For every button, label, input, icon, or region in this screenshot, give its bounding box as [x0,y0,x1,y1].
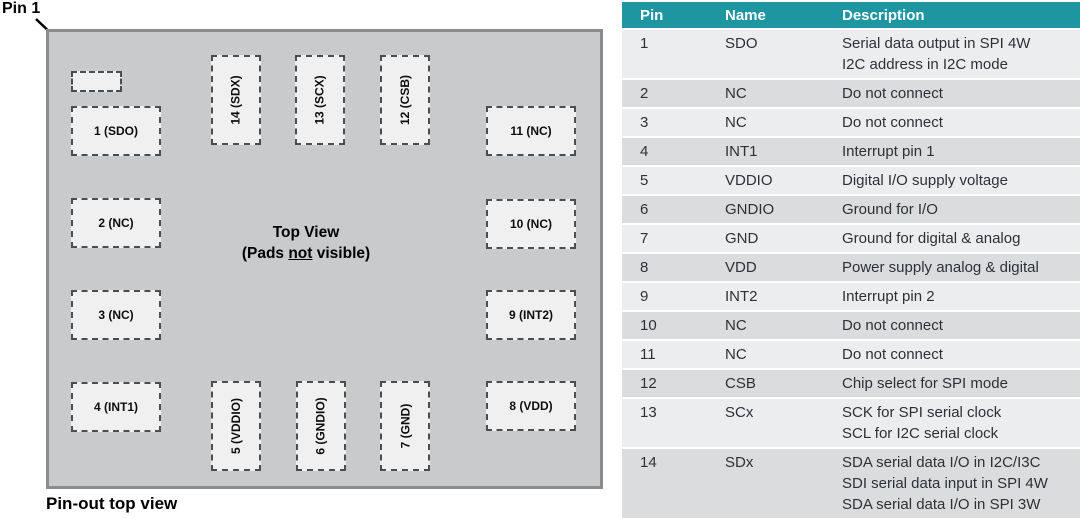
name-cell: SCx [725,398,842,449]
chip-body: Top View (Pads not visible) 1 (SDO) 2 (N… [46,29,603,489]
name-cell: CSB [725,369,842,399]
pin-cell: 13 [622,398,725,449]
pin-box-6-gndio: 6 (GNDIO) [296,381,346,471]
name-cell: GND [725,224,842,254]
desc-cell: Chip select for SPI mode [842,369,1080,399]
pin-cell: 1 [622,29,725,80]
chip-title: Top View (Pads not visible) [186,222,426,264]
pin-cell: 4 [622,137,725,167]
pin-cell: 5 [622,166,725,196]
col-header-description: Description [842,2,1080,30]
desc-cell: Serial data output in SPI 4W I2C address… [842,29,1080,80]
pin-cell: 3 [622,108,725,138]
pin-box-3-nc: 3 (NC) [71,290,161,340]
desc-cell: Interrupt pin 2 [842,282,1080,312]
desc-cell: SDA serial data I/O in I2C/I3C SDI seria… [842,448,1080,518]
pin-cell: 11 [622,340,725,370]
pin-cell: 14 [622,448,725,518]
pin-box-9-int2: 9 (INT2) [486,290,576,340]
desc-cell: SCK for SPI serial clock SCL for I2C ser… [842,398,1080,449]
name-cell: SDO [725,29,842,80]
pin-box-2-nc: 2 (NC) [71,198,161,248]
name-cell: INT2 [725,282,842,312]
desc-cell: Ground for digital & analog [842,224,1080,254]
pin1-indicator-pad [71,71,122,92]
pin-cell: 9 [622,282,725,312]
desc-cell: Do not connect [842,340,1080,370]
pin-box-4-int1: 4 (INT1) [71,382,161,432]
pin-cell: 10 [622,311,725,341]
name-cell: NC [725,340,842,370]
pin-box-13-scx: 13 (SCX) [295,55,345,145]
pin-box-11-nc: 11 (NC) [486,106,576,156]
name-cell: VDDIO [725,166,842,196]
pin-cell: 8 [622,253,725,283]
desc-cell: Do not connect [842,108,1080,138]
underlined-not: not [288,245,313,262]
table-header-row: Pin Name Description [622,2,1080,30]
figure-caption: Pin-out top view [46,494,178,513]
pinout-diagram: Pin 1 Top View (Pads not visible) 1 (SDO… [2,0,603,513]
name-cell: NC [725,79,842,109]
desc-cell: Do not connect [842,311,1080,341]
pin-box-12-csb: 12 (CSB) [380,55,430,145]
pin-cell: 2 [622,79,725,109]
pin-cell: 7 [622,224,725,254]
desc-cell: Interrupt pin 1 [842,137,1080,167]
pin-box-5-vddio: 5 (VDDIO) [211,381,261,471]
pin1-label: Pin 1 [2,0,41,17]
desc-cell: Digital I/O supply voltage [842,166,1080,196]
name-cell: GNDIO [725,195,842,225]
chip-title-line1: Top View [272,224,340,241]
name-cell: SDx [725,448,842,518]
col-header-name: Name [725,2,842,30]
col-header-pin: Pin [622,2,725,30]
pin-box-1-sdo: 1 (SDO) [71,106,161,156]
name-cell: INT1 [725,137,842,167]
pin-cell: 12 [622,369,725,399]
name-cell: VDD [725,253,842,283]
name-cell: NC [725,108,842,138]
chip-title-line2: (Pads not visible) [241,245,371,262]
name-cell: NC [725,311,842,341]
pin-cell: 6 [622,195,725,225]
desc-cell: Do not connect [842,79,1080,109]
desc-cell: Ground for I/O [842,195,1080,225]
pin-box-8-vdd: 8 (VDD) [486,381,576,431]
pin-box-14-sdx: 14 (SDX) [211,55,261,145]
desc-cell: Power supply analog & digital [842,253,1080,283]
pin-box-10-nc: 10 (NC) [486,199,576,249]
pin-box-7-gnd: 7 (GND) [380,381,430,471]
